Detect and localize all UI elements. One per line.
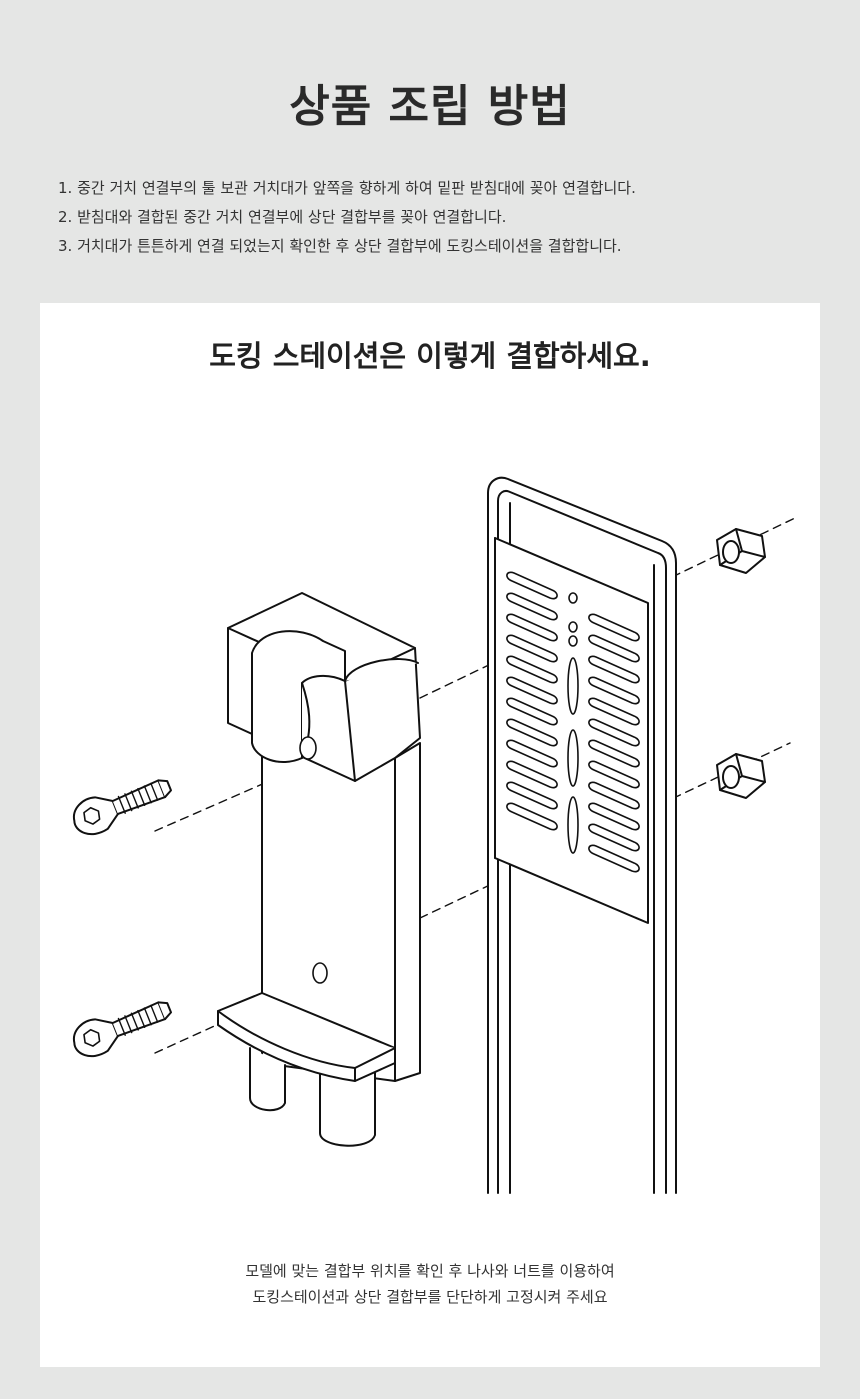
panel-slot	[588, 655, 640, 684]
card-title: 도킹 스테이션은 이렇게 결합하세요.	[209, 339, 651, 373]
panel-slot	[506, 697, 558, 726]
panel-slot	[588, 676, 640, 705]
panel-slot	[588, 844, 640, 873]
assembly-illustration	[72, 476, 796, 1194]
instruction-card: 도킹 스테이션은 이렇게 결합하세요.	[40, 303, 820, 1367]
nut-bottom	[716, 753, 766, 799]
panel-slot	[588, 739, 640, 768]
panel-slot	[588, 823, 640, 852]
caption-line-2: 도킹스테이션과 상단 결합부를 단단하게 고정시켜 주세요	[252, 1288, 608, 1306]
panel-slot	[588, 802, 640, 831]
panel-slot	[588, 634, 640, 663]
panel-slot	[506, 760, 558, 789]
panel-slot	[506, 802, 558, 831]
panel-slot	[506, 655, 558, 684]
alignment-lines	[154, 517, 796, 1054]
docking-station	[217, 592, 421, 1147]
step-1: 1. 중간 거치 연결부의 툴 보관 거치대가 앞쪽을 향하게 하여 밑판 받침…	[58, 179, 636, 197]
panel-hole	[568, 621, 578, 633]
panel-slot	[506, 781, 558, 810]
panel-hole	[567, 729, 579, 787]
panel-slots	[506, 571, 640, 873]
assembly-steps: 1. 중간 거치 연결부의 툴 보관 거치대가 앞쪽을 향하게 하여 밑판 받침…	[58, 174, 818, 261]
panel-hole	[567, 657, 579, 715]
mounting-panel	[487, 476, 677, 1194]
panel-hole	[568, 592, 578, 604]
panel-slot	[588, 781, 640, 810]
nut-top	[716, 528, 766, 574]
step-3: 3. 거치대가 튼튼하게 연결 되었는지 확인한 후 상단 결합부에 도킹스테이…	[58, 237, 622, 255]
panel-slot	[506, 613, 558, 642]
panel-slot	[588, 697, 640, 726]
panel-slot	[588, 718, 640, 747]
panel-slot	[588, 760, 640, 789]
step-2: 2. 받침대와 결합된 중간 거치 연결부에 상단 결합부를 꽂아 연결합니다.	[58, 208, 507, 226]
caption-line-1: 모델에 맞는 결합부 위치를 확인 후 나사와 너트를 이용하여	[245, 1262, 615, 1280]
panel-slot	[506, 739, 558, 768]
panel-slot	[506, 571, 558, 600]
screw-bottom	[72, 1001, 172, 1058]
panel-hole	[567, 796, 579, 854]
panel-slot	[506, 718, 558, 747]
panel-slot	[506, 676, 558, 705]
card-caption: 모델에 맞는 결합부 위치를 확인 후 나사와 너트를 이용하여 도킹스테이션과…	[40, 1258, 820, 1310]
panel-slot	[506, 592, 558, 621]
panel-slot	[506, 634, 558, 663]
screw-top	[72, 779, 172, 836]
page-title: 상품 조립 방법	[289, 81, 571, 132]
panel-hole	[568, 635, 578, 647]
panel-slot	[588, 613, 640, 642]
